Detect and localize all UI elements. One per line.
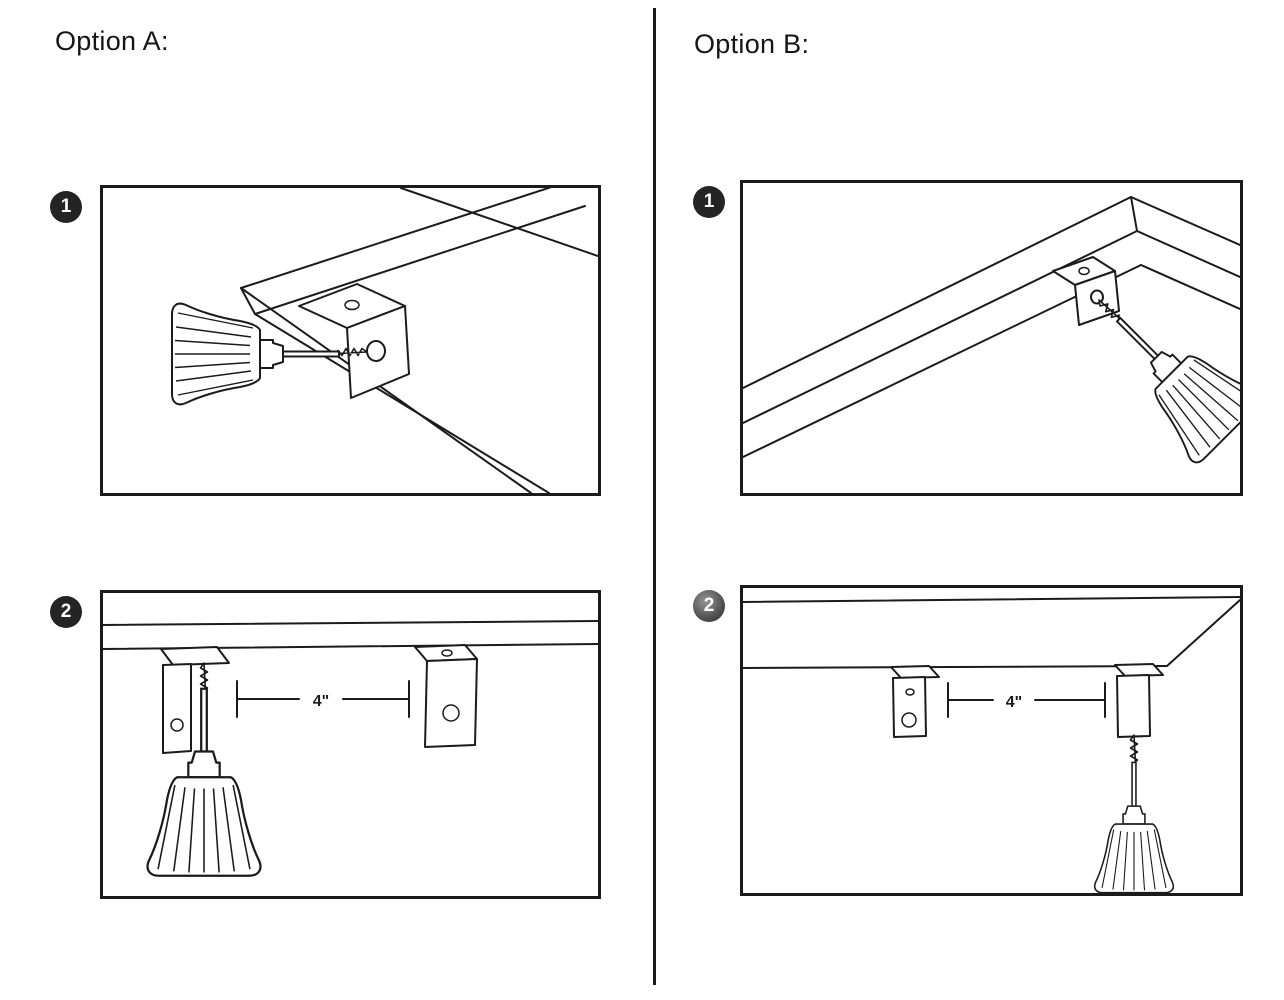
illustration-b-step2: 4" bbox=[743, 596, 1240, 893]
right-bracket bbox=[414, 644, 478, 748]
corner-bracket bbox=[298, 283, 410, 399]
illustration-a-step1 bbox=[171, 188, 598, 493]
step-number: 1 bbox=[60, 196, 72, 217]
step-badge-a2: 2 bbox=[50, 596, 82, 628]
illustration-b-step1 bbox=[743, 196, 1240, 467]
panel-option-b-step-1 bbox=[740, 180, 1243, 496]
ceiling-edge bbox=[743, 596, 1240, 669]
step-number: 2 bbox=[703, 595, 715, 616]
left-bracket bbox=[890, 665, 940, 738]
drill-icon bbox=[1093, 761, 1175, 893]
step-number: 1 bbox=[703, 191, 715, 212]
dimension-label: 4" bbox=[313, 693, 329, 710]
panel-option-a-step-1 bbox=[100, 185, 601, 496]
dimension: 4" bbox=[947, 682, 1106, 718]
illustration-a-step2: 4" bbox=[103, 620, 598, 877]
table-edge bbox=[743, 196, 1240, 458]
step-badge-a1: 1 bbox=[50, 191, 82, 223]
dimension: 4" bbox=[236, 680, 410, 718]
option-a-heading: Option A: bbox=[55, 26, 169, 56]
panel-option-a-step-2: 4" bbox=[100, 590, 601, 899]
option-b-heading: Option B: bbox=[694, 29, 810, 59]
drill-icon bbox=[171, 302, 340, 406]
table-corner bbox=[240, 188, 598, 493]
right-bracket bbox=[1114, 663, 1164, 738]
step-number: 2 bbox=[60, 601, 72, 622]
left-bracket bbox=[160, 646, 230, 754]
dimension-label: 4" bbox=[1006, 694, 1022, 711]
edge-bracket bbox=[1052, 256, 1120, 326]
drill bbox=[1093, 734, 1175, 893]
step-badge-b1: 1 bbox=[693, 186, 725, 218]
column-divider bbox=[653, 8, 656, 985]
surface-edge bbox=[103, 620, 598, 650]
panel-option-b-step-2: 4" bbox=[740, 585, 1243, 896]
step-badge-b2: 2 bbox=[693, 590, 725, 622]
screw-icon bbox=[1129, 734, 1139, 765]
